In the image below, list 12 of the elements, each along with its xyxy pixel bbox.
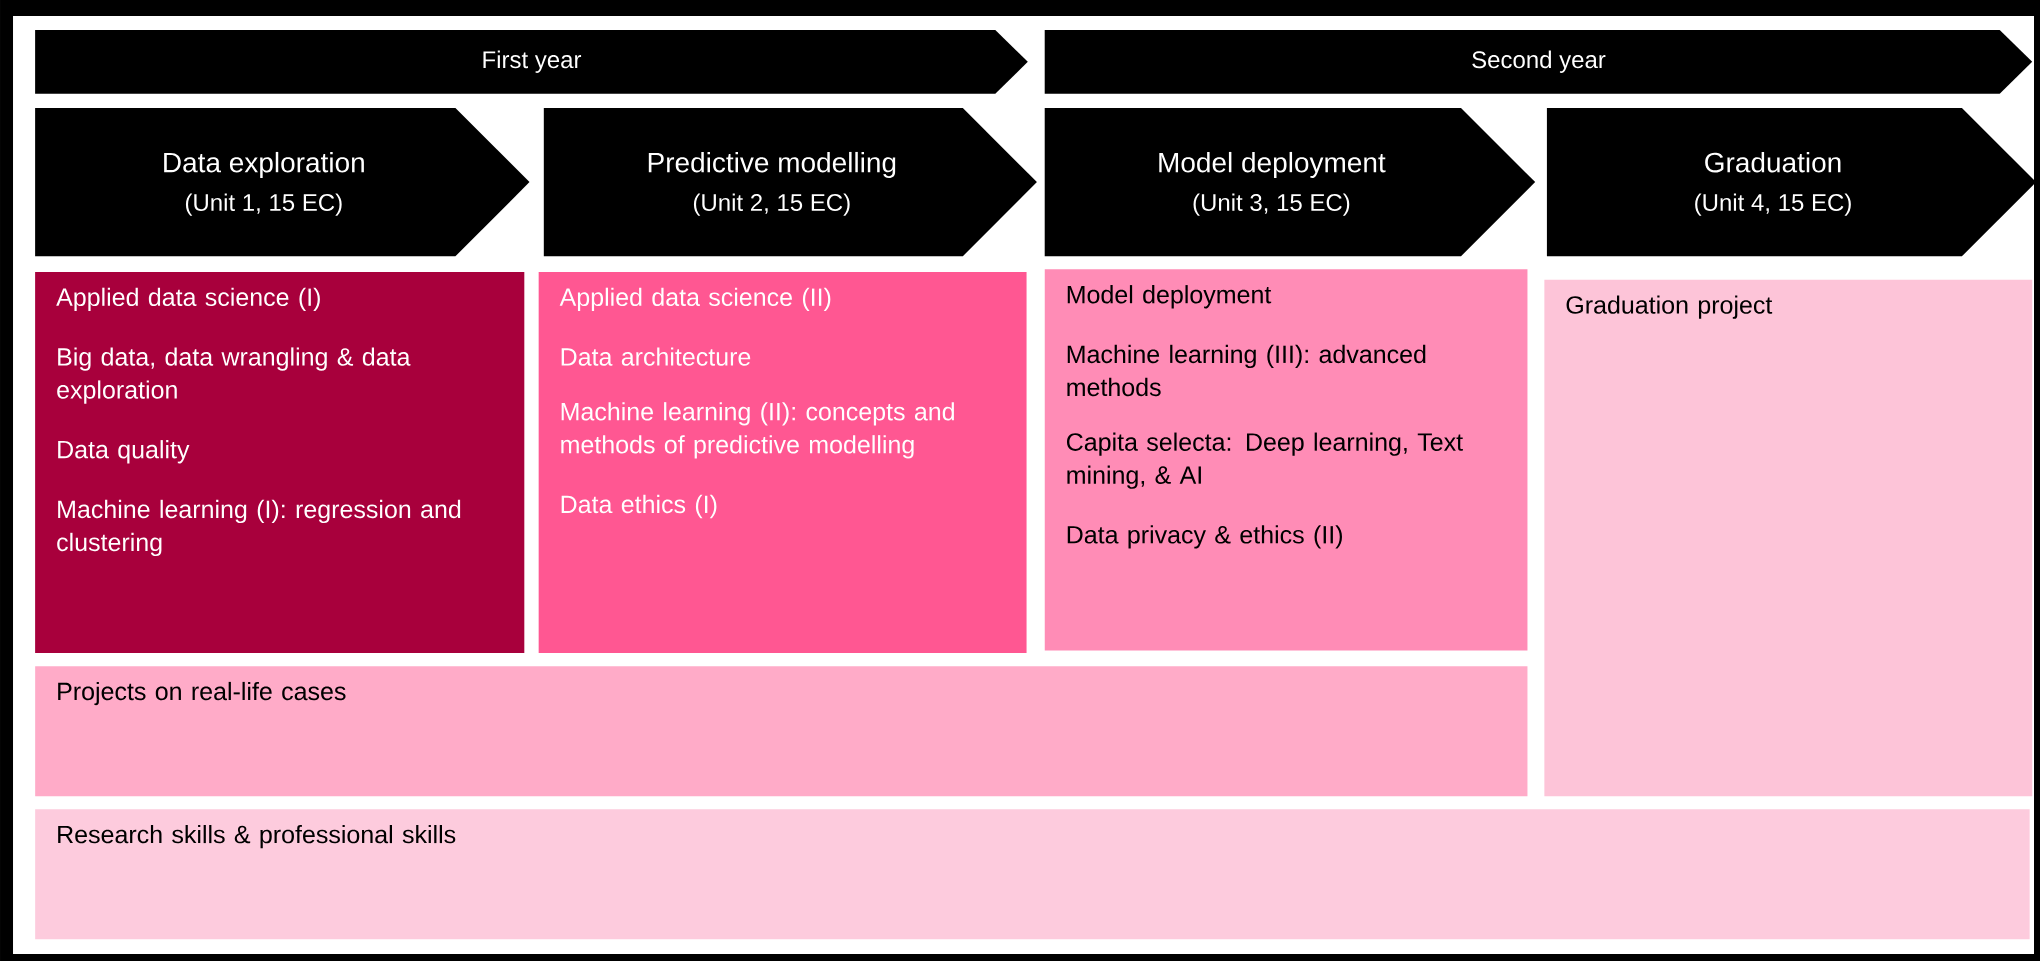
- course-box: Graduation project: [1544, 279, 2033, 797]
- course-box: Applied data science (I) Big data, data wrangling & data exploration Data quality Machine learning (I): regression and clustering: [35, 271, 525, 654]
- unit-header: Graduation (Unit 4, 15 EC): [1546, 108, 2037, 257]
- year-header: Second year: [1044, 29, 2033, 94]
- year-header: First year: [35, 29, 1028, 94]
- course-box: Model deployment Machine learning (III): advanced methods Capita selecta: Deep learning, Text mining, & AI Data privacy & ethics (II): [1044, 269, 1528, 651]
- unit-header: Predictive modelling (Unit 2, 15 EC): [543, 108, 1037, 257]
- course-box: Applied data science (II) Data architecture Machine learning (II): concepts and methods of predictive modelling Data ethics (I): [538, 271, 1027, 654]
- course-box: Projects on real-life cases: [35, 666, 1528, 797]
- unit-header: Model deployment (Unit 3, 15 EC): [1044, 108, 1536, 257]
- course-box: Research skills & professional skills: [35, 809, 2030, 940]
- unit-header: Data exploration (Unit 1, 15 EC): [35, 108, 530, 257]
